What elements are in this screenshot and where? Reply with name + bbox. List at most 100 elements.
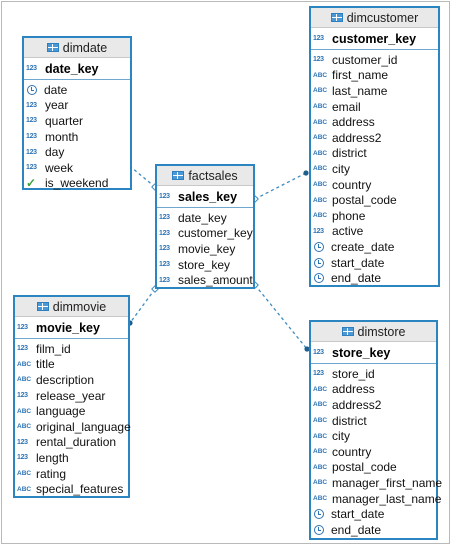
column-row[interactable]: end_date: [311, 270, 438, 286]
column-label: original_language: [36, 419, 131, 434]
column-label: movie_key: [178, 241, 236, 256]
clock-icon: [314, 509, 324, 520]
column-row[interactable]: start_date: [311, 506, 436, 522]
text-type-icon: ABC: [313, 118, 328, 126]
table-name: dimcustomer: [346, 10, 419, 25]
column-row[interactable]: ABC district: [311, 413, 436, 429]
text-type-icon: ABC: [313, 196, 328, 204]
column-label: email: [332, 99, 361, 114]
column-label: start_date: [331, 255, 385, 270]
column-label: day: [45, 145, 65, 160]
text-type-icon: ABC: [313, 181, 328, 189]
text-type-icon: ABC: [17, 470, 32, 478]
column-label: district: [332, 146, 367, 161]
primary-key-label: store_key: [332, 345, 391, 360]
text-type-icon: ABC: [17, 485, 32, 493]
table-header[interactable]: dimstore: [311, 322, 436, 342]
column-label: year: [45, 98, 69, 113]
column-row[interactable]: 123 movie_key: [157, 241, 253, 257]
numeric-type-icon: 123: [26, 164, 37, 172]
check-icon: ✓: [26, 176, 37, 191]
column-label: film_id: [36, 341, 71, 356]
column-label: is_weekend: [45, 176, 109, 191]
column-row[interactable]: 123 week: [24, 160, 130, 176]
text-type-icon: ABC: [313, 165, 328, 173]
column-label: special_features: [36, 482, 124, 497]
numeric-type-icon: 123: [313, 56, 324, 64]
numeric-type-icon: 123: [26, 101, 37, 109]
numeric-type-icon: 123: [159, 261, 170, 269]
table-header[interactable]: dimmovie: [15, 297, 128, 317]
column-label: start_date: [331, 507, 385, 522]
column-label: district: [332, 413, 367, 428]
column-label: address2: [332, 397, 382, 412]
primary-key-label: sales_key: [178, 189, 238, 204]
column-row[interactable]: ✓ is_weekend: [24, 176, 130, 192]
column-row[interactable]: date: [24, 82, 130, 98]
table-header[interactable]: factsales: [157, 166, 253, 186]
table-header[interactable]: dimcustomer: [311, 8, 438, 28]
column-row[interactable]: create_date: [311, 239, 438, 255]
column-row[interactable]: end_date: [311, 522, 436, 538]
column-row[interactable]: start_date: [311, 255, 438, 271]
column-row[interactable]: 123 year: [24, 98, 130, 114]
column-label: sales_amount: [178, 273, 253, 288]
column-label: city: [332, 429, 350, 444]
table-header[interactable]: dimdate: [24, 38, 130, 58]
text-type-icon: ABC: [313, 417, 328, 425]
column-row[interactable]: ABC special_features: [15, 481, 128, 497]
column-label: date_key: [178, 210, 227, 225]
text-type-icon: ABC: [313, 87, 328, 95]
text-type-icon: ABC: [17, 360, 32, 368]
text-type-icon: ABC: [313, 495, 328, 503]
numeric-type-icon: 123: [159, 245, 170, 253]
column-label: week: [45, 160, 74, 175]
